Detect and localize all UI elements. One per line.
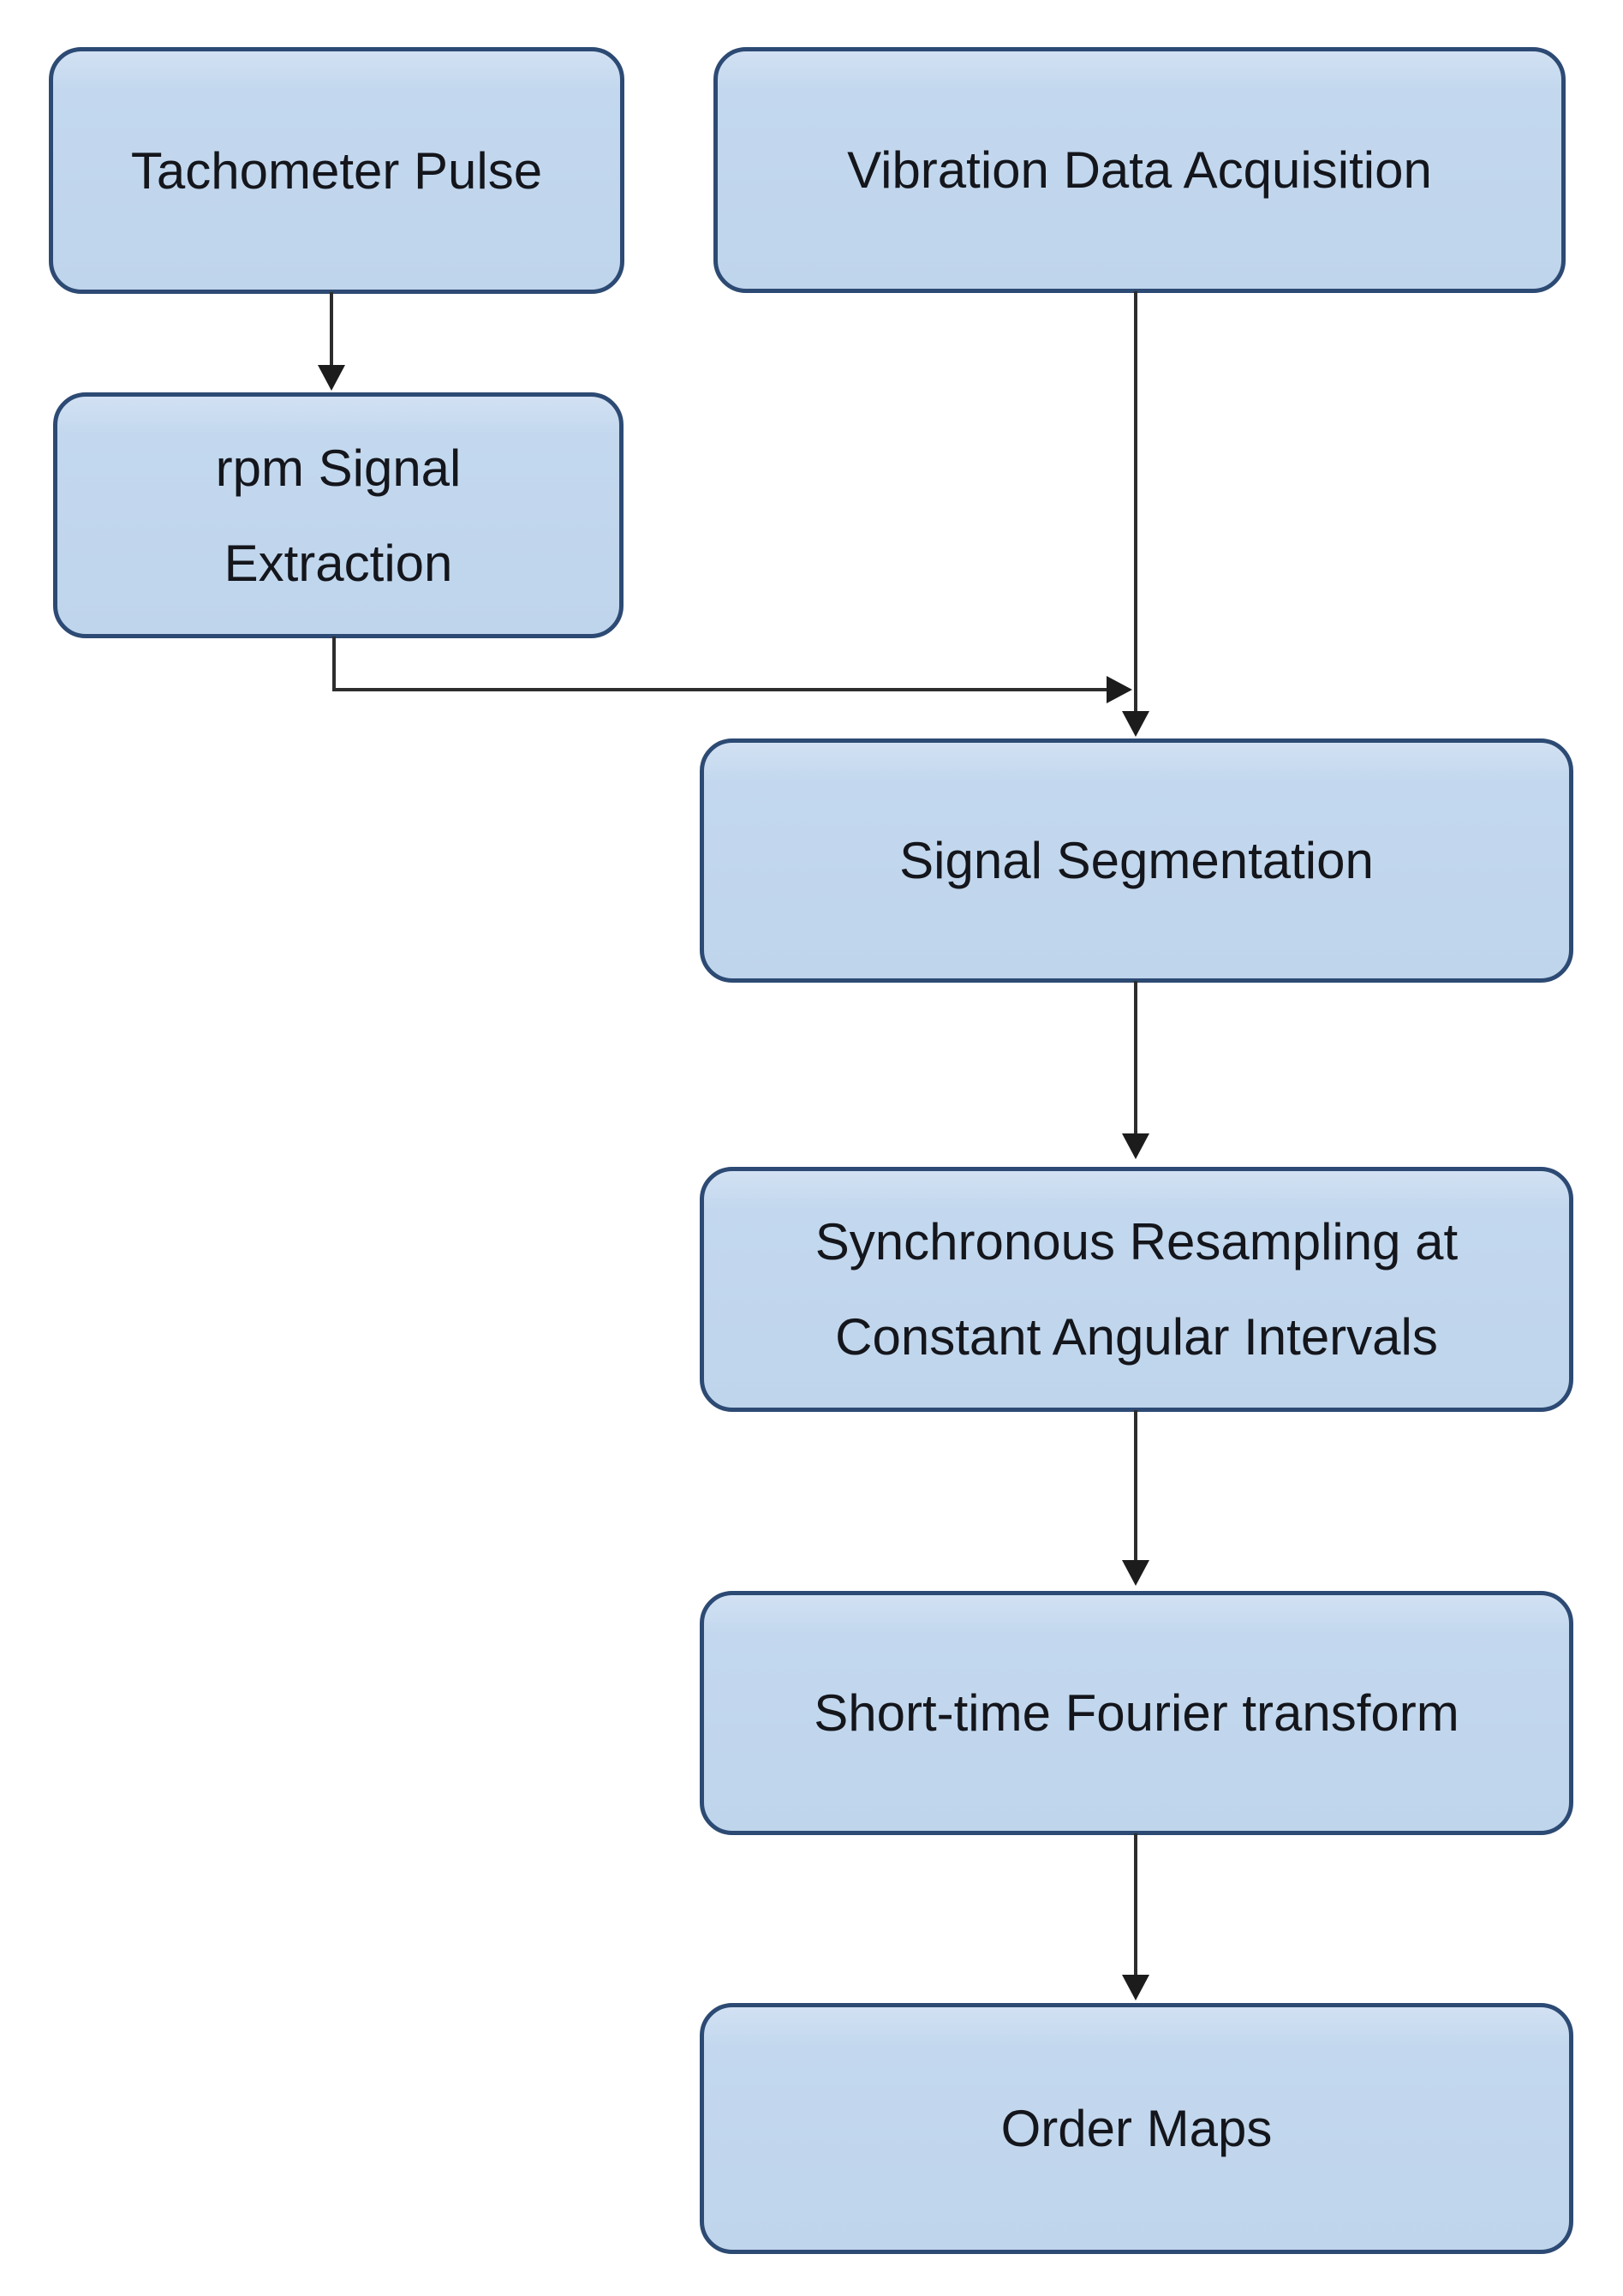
node-label: Signal Segmentation [899, 832, 1374, 889]
arrow-down-icon [1122, 711, 1149, 737]
arrow-down-icon [1122, 1975, 1149, 2000]
node-synchronous-resampling: Synchronous Resampling at Constant Angul… [700, 1167, 1573, 1412]
connector-stft-to-ordermaps [1134, 1833, 1137, 1977]
connector-tachometer-to-rpm [330, 292, 333, 367]
arrow-down-icon [318, 365, 345, 391]
node-label: Vibration Data Acquisition [847, 141, 1432, 199]
node-vibration-data-acquisition: Vibration Data Acquisition [713, 47, 1566, 293]
node-label: Short-time Fourier transform [814, 1684, 1459, 1742]
node-order-maps: Order Maps [700, 2003, 1573, 2254]
node-label-line2: Constant Angular Intervals [835, 1308, 1438, 1366]
node-label: Tachometer Pulse [130, 141, 543, 200]
node-tachometer-pulse: Tachometer Pulse [49, 47, 624, 294]
node-label-line2: Extraction [224, 534, 453, 592]
arrow-right-icon [1107, 676, 1132, 703]
node-label: Order Maps [1000, 2100, 1273, 2157]
connector-rpm-elbow-horizontal [332, 688, 1107, 691]
arrow-down-icon [1122, 1560, 1149, 1586]
node-signal-segmentation: Signal Segmentation [700, 738, 1573, 983]
node-label-line1: Synchronous Resampling at [814, 1213, 1459, 1271]
node-short-time-fourier-transform: Short-time Fourier transform [700, 1591, 1573, 1835]
connector-rpm-elbow-vertical [332, 637, 336, 691]
node-label-line1: rpm Signal [215, 439, 462, 497]
arrow-down-icon [1122, 1133, 1149, 1159]
connector-resampling-to-stft [1134, 1410, 1137, 1563]
connector-segmentation-to-resampling [1134, 981, 1137, 1135]
node-rpm-signal-extraction: rpm Signal Extraction [53, 392, 624, 638]
connector-vibration-to-segmentation [1134, 291, 1137, 713]
